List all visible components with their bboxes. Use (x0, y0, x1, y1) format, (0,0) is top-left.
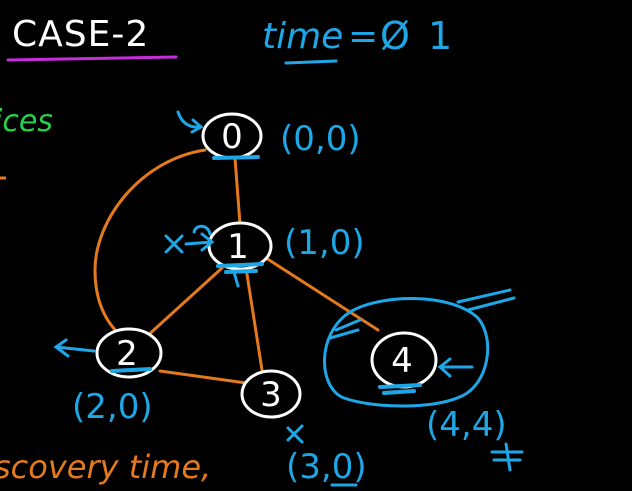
node-3-label: 3 (260, 375, 282, 415)
node-4-highlight-loop (323, 297, 490, 408)
edge-1-3 (244, 266, 264, 372)
node-1-underline (216, 262, 264, 268)
node-4-tuple: (4,4) (426, 405, 507, 445)
edge-0-1 (233, 156, 242, 226)
node-labels: 0 1 2 3 4 (116, 117, 413, 415)
node-3-circle (240, 369, 302, 419)
edge-1-4 (264, 256, 380, 332)
margin-text-bottom: scovery time, (0, 448, 211, 486)
visit-arrows (53, 110, 524, 487)
tuple-4-underline (490, 442, 524, 472)
node-4-underline (378, 383, 422, 389)
time-current-value: 1 (428, 14, 452, 58)
cross-near-node-1 (164, 234, 184, 254)
time-equals: = (348, 16, 378, 57)
node-tuples: (0,0) (1,0) (2,0) (3,0) (4,4) (72, 119, 507, 487)
time-label: time (262, 16, 343, 57)
node-4-underline-2 (382, 389, 416, 395)
visited-underlines (110, 155, 422, 395)
node-3-tuple: (3,0) (286, 447, 367, 487)
node-0-underline (212, 155, 260, 160)
graph-nodes (95, 112, 438, 419)
node-2-underline (110, 367, 152, 373)
node-2-circle (95, 327, 163, 379)
arrow-to-node-0 (176, 110, 204, 134)
edge-0-2 (93, 148, 207, 335)
node-1-tick (232, 270, 240, 288)
node-1-underline-2 (224, 269, 258, 274)
edge-1-2 (143, 266, 224, 340)
time-struck-value: Ø (380, 14, 410, 58)
node-4-tick-marks (328, 318, 362, 340)
graph-edges (93, 148, 380, 385)
arrow-to-node-1-loop (192, 224, 212, 236)
time-underline (284, 59, 338, 65)
node-2-tuple: (2,0) (72, 387, 153, 427)
node-0-label: 0 (221, 117, 243, 157)
node-2-label: 2 (116, 334, 138, 374)
arrow-to-node-1 (184, 232, 215, 252)
margin-text-top: ices (0, 104, 53, 139)
node-4-label: 4 (391, 341, 413, 381)
node-0-tuple: (0,0) (280, 119, 361, 159)
edge-2-3 (158, 369, 248, 385)
node-1-label: 1 (227, 227, 249, 267)
arrow-to-node-4 (437, 357, 474, 378)
arrow-to-node-2 (53, 338, 96, 358)
case-title: CASE-2 (12, 14, 149, 55)
title-underline (6, 55, 178, 62)
node-1-tuple: (1,0) (284, 223, 365, 263)
node-4-top-marks (456, 288, 516, 312)
cross-near-node-3 (286, 424, 304, 444)
